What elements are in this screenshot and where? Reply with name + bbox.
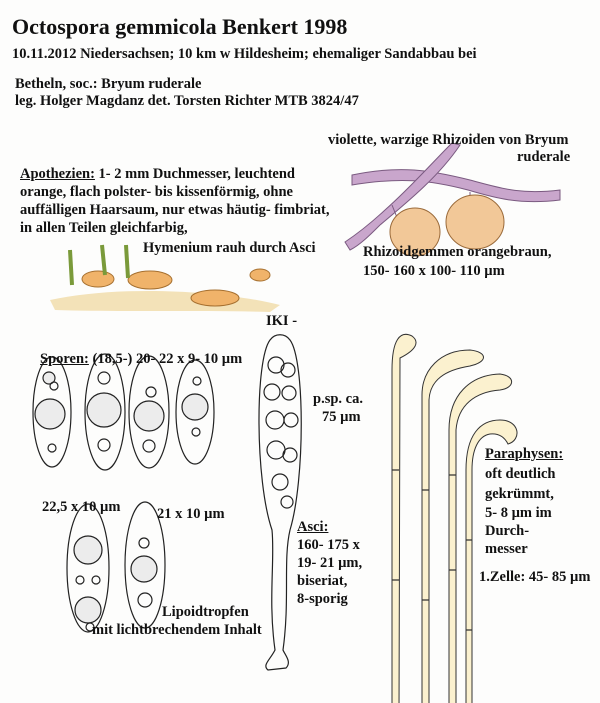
page-title: Octospora gemmicola Benkert 1998 [12, 14, 348, 39]
apothecia-line-1: Apothezien: 1- 2 mm Duchmesser, leuchten… [20, 165, 295, 183]
paraphyses-line-3: 5- 8 µm im [485, 505, 552, 521]
apothecia-line-3: auffälligen Haarsaum, nur etwas häutig- … [20, 202, 330, 218]
paraphyses-line-1: oft deutlich [485, 466, 556, 482]
asci-line-2: 19- 21 µm, [297, 555, 363, 571]
apothecia-line-4: in allen Teilen gleichfarbig, [20, 220, 188, 236]
asci-line-1: 160- 175 x [297, 537, 360, 553]
lipid-label-2: mit lichtbrechendem Inhalt [92, 622, 262, 638]
paraphyses-cell-length: 1.Zelle: 45- 85 µm [479, 569, 591, 585]
spores-line: Sporen: (18,5-) 20- 22 x 9- 10 µm [40, 350, 242, 368]
gemmae-size: 150- 160 x 100- 110 µm [363, 263, 505, 279]
rhizoid-label-2: ruderale [517, 149, 571, 165]
rhizoid-drawing [344, 142, 561, 257]
asci-line-4: 8-sporig [297, 591, 348, 607]
iki-label: IKI - [266, 313, 298, 329]
collection-line-1: 10.11.2012 Niedersachsen; 10 km w Hildes… [12, 46, 477, 62]
spore-a-size: 22,5 x 10 µm [42, 499, 121, 515]
apothecia-habit-drawing [50, 244, 280, 312]
spore-b-size: 21 x 10 µm [157, 506, 225, 522]
lipid-label-1: Lipoidtropfen [162, 604, 249, 620]
collection-line-3: leg. Holger Magdanz det. Torsten Richter… [15, 93, 359, 109]
paraphyses-line-4: Durch- [485, 523, 530, 539]
rhizoid-label: violette, warzige Rhizoiden von Bryum [328, 132, 569, 148]
gemmae-label: Rhizoidgemmen orangebraun, [363, 244, 552, 260]
paraphyses-heading: Paraphysen: [485, 446, 564, 462]
paraphyses-line-5: messer [485, 541, 528, 557]
asci-line-3: biseriat, [297, 573, 348, 589]
apothecia-text-1: 1- 2 mm Duchmesser, leuchtend [94, 166, 295, 182]
apothecia-line-2: orange, flach polster- bis kissenförmig,… [20, 184, 293, 200]
asci-heading: Asci: [297, 519, 329, 535]
psp-value: 75 µm [322, 409, 361, 425]
spores-heading: Sporen: [40, 351, 89, 367]
paraphyses-drawing [391, 334, 518, 703]
paraphyses-line-2: gekrümmt, [485, 486, 554, 502]
hymenium-label: Hymenium rauh durch Asci [143, 240, 316, 256]
spores-size: (18,5-) 20- 22 x 9- 10 µm [88, 351, 243, 367]
psp-label: p.sp. ca. [313, 391, 363, 407]
apothecia-heading: Apothezien: [20, 166, 95, 182]
spore-drawings [32, 353, 215, 633]
collection-line-2: Betheln, soc.: Bryum ruderale [15, 76, 202, 92]
ascus-drawing [258, 334, 302, 671]
